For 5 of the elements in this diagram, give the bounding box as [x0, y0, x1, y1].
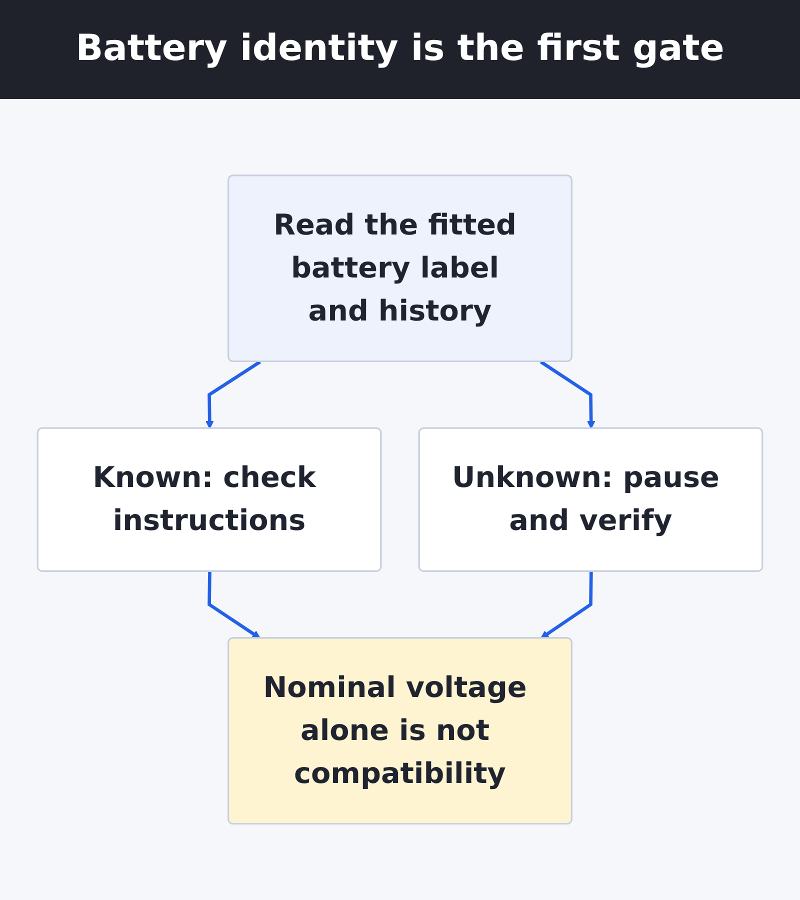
- arrow: [208, 571, 261, 639]
- arrow: [540, 571, 593, 639]
- arrow: [205, 360, 262, 429]
- diagram-title: Battery identity is the first gate: [0, 0, 800, 99]
- arrow: [540, 360, 596, 429]
